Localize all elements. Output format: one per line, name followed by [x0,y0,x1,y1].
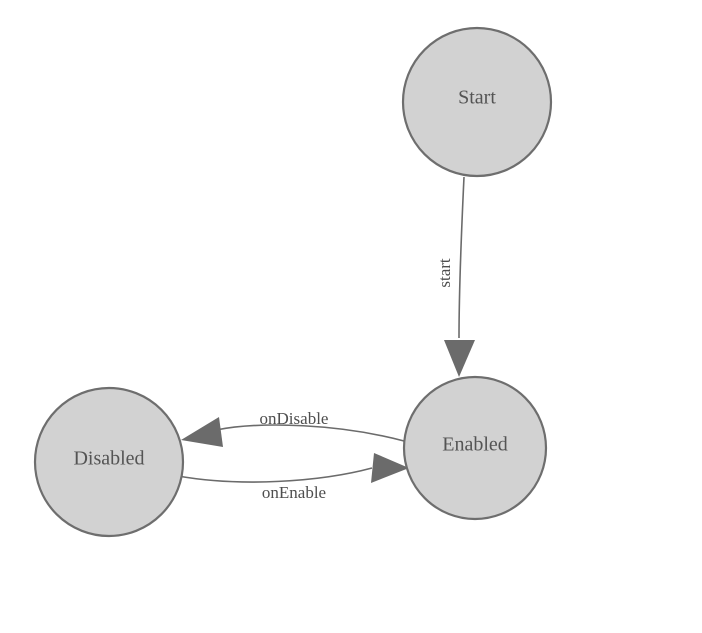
node-enabled[interactable]: Enabled [402,375,548,521]
edge-start-to-enabled-line [458,176,465,339]
edge-label-onenable: onEnable [262,483,326,502]
edge-disabled-to-enabled-line [177,467,373,483]
edge-disabled-to-enabled[interactable]: onEnable [177,453,409,502]
node-start-label: Start [458,87,496,109]
edge-enabled-to-disabled-line [215,424,405,442]
edge-start-to-enabled-arrowhead [444,340,475,377]
node-disabled-label: Disabled [73,448,144,470]
edge-disabled-to-enabled-arrowhead [371,453,409,483]
edge-label-ondisable: onDisable [260,409,329,428]
edge-enabled-to-disabled[interactable]: onDisable [181,409,405,447]
node-enabled-circle [402,375,548,521]
node-disabled-circle [33,386,185,538]
node-enabled-label: Enabled [442,434,508,456]
edge-enabled-to-disabled-arrowhead [181,417,223,447]
node-start[interactable]: Start [401,26,553,178]
node-start-circle [401,26,553,178]
edge-start-to-enabled[interactable]: start [435,176,475,377]
node-disabled[interactable]: Disabled [33,386,185,538]
edge-label-start: start [435,258,454,288]
